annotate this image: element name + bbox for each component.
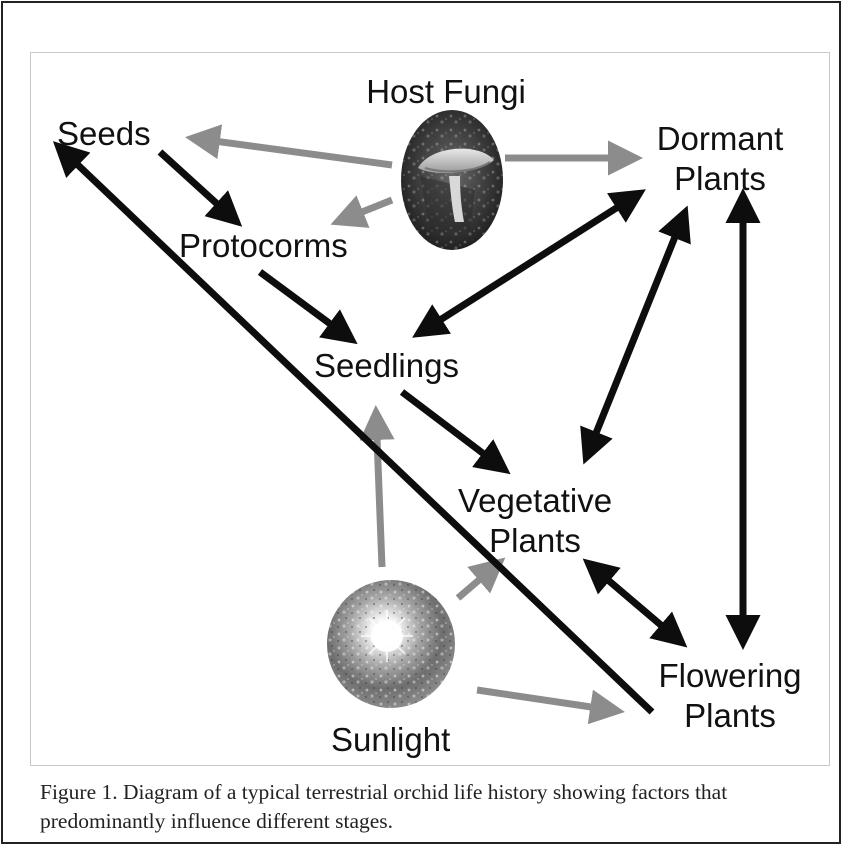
label-flowering-plants: Flowering Plants [630, 656, 830, 736]
arrow-protocorms-to-seedlings [260, 272, 352, 340]
label-vegetative-plants: Vegetative Plants [430, 481, 640, 561]
arrow-sunlight-to-vegetative [458, 562, 500, 598]
label-seeds: Seeds [57, 114, 151, 154]
sunlight-icon [327, 580, 455, 708]
arrow-dormant-vegetative [586, 212, 685, 458]
label-dormant-plants: Dormant Plants [620, 119, 820, 199]
arrow-seeds-to-protocorms [160, 152, 237, 222]
label-host-fungi: Host Fungi [336, 72, 556, 112]
label-protocorms: Protocorms [179, 226, 348, 266]
arrow-vegetative-flowering [588, 563, 682, 643]
label-seedlings: Seedlings [314, 346, 459, 386]
arrow-sunlight-to-seedlings [376, 412, 382, 567]
label-sunlight: Sunlight [331, 720, 450, 760]
arrow-fungi-to-protocorms [337, 200, 392, 222]
mushroom-icon [401, 110, 503, 250]
arrow-sunlight-to-flowering [477, 690, 618, 711]
figure-caption: Figure 1. Diagram of a typical terrestri… [40, 778, 820, 836]
arrow-fungi-to-seeds [192, 138, 392, 165]
arrow-seedlings-to-vegetative [402, 392, 505, 470]
